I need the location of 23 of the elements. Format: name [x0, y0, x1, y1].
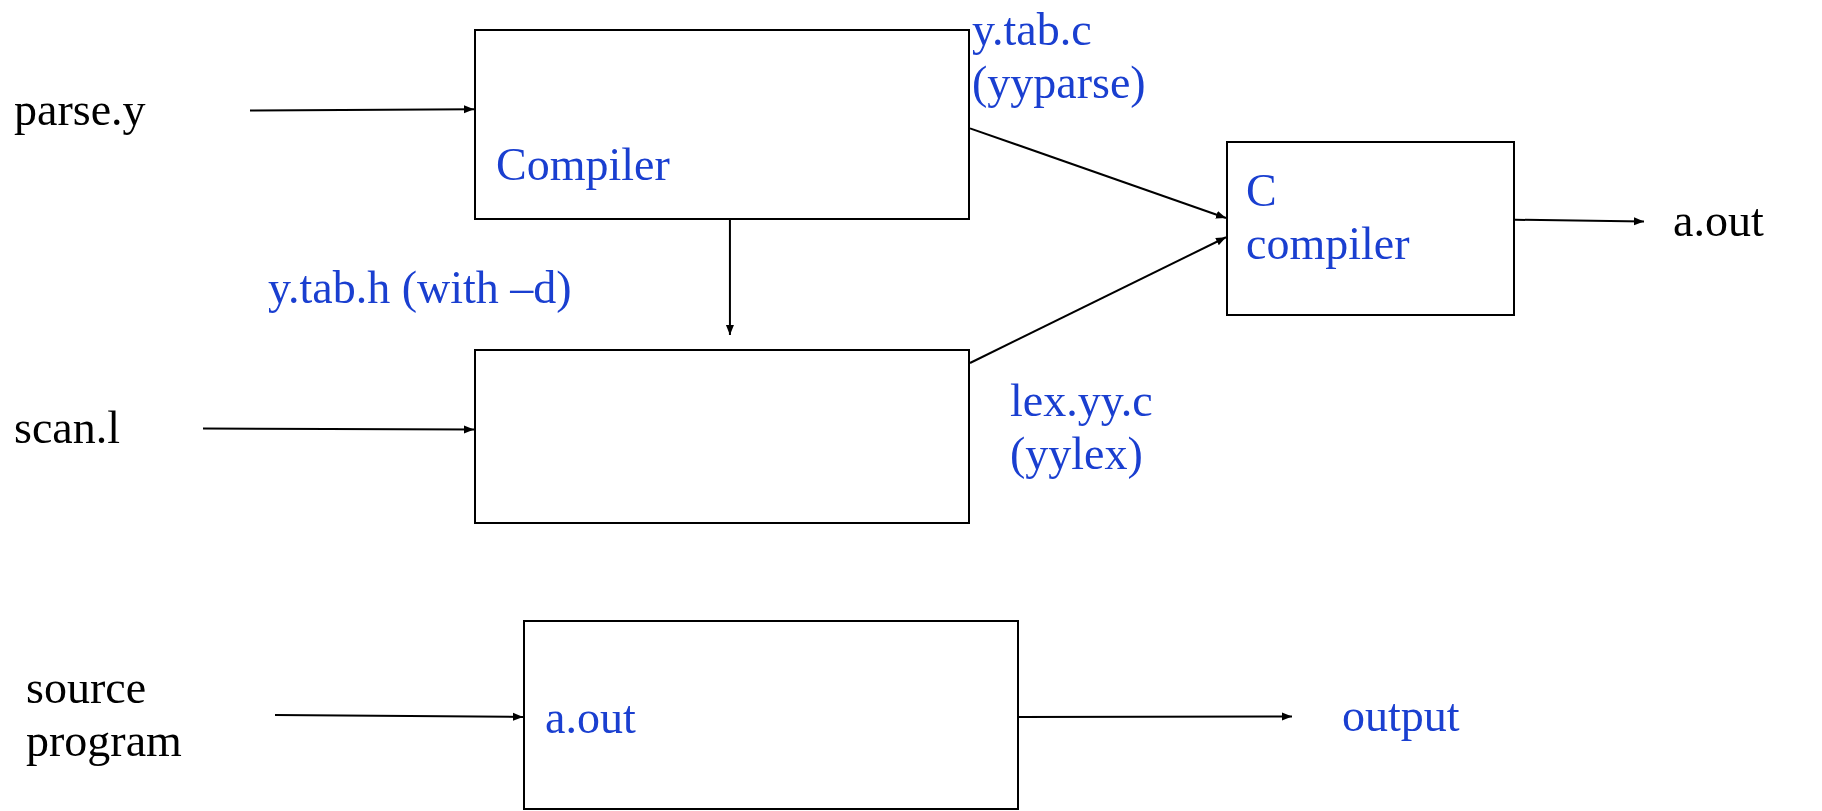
process-box — [474, 349, 970, 524]
edge-label: y.tab.h (with –d) — [268, 262, 572, 315]
edge-label: y.tab.c (yyparse) — [972, 4, 1147, 110]
node-label: a.out — [1673, 195, 1765, 248]
arrow — [274, 712, 524, 721]
process-box — [1226, 141, 1515, 316]
node-label: Compiler — [496, 139, 671, 192]
node-label: a.out — [545, 692, 637, 745]
arrow — [725, 219, 734, 336]
arrow — [1514, 217, 1645, 226]
process-box — [523, 620, 1019, 810]
node-label: source program — [26, 662, 183, 768]
node-label: parse.y — [14, 84, 147, 137]
node-label: scan.l — [14, 402, 121, 455]
arrow — [1018, 712, 1293, 721]
arrow — [969, 236, 1227, 364]
node-label: output — [1342, 690, 1461, 743]
edge-label: lex.yy.c (yylex) — [1010, 375, 1154, 481]
node-label: C compiler — [1246, 165, 1411, 271]
process-box — [474, 29, 970, 220]
arrow — [249, 105, 475, 114]
arrow — [202, 425, 475, 434]
arrow — [969, 127, 1227, 219]
